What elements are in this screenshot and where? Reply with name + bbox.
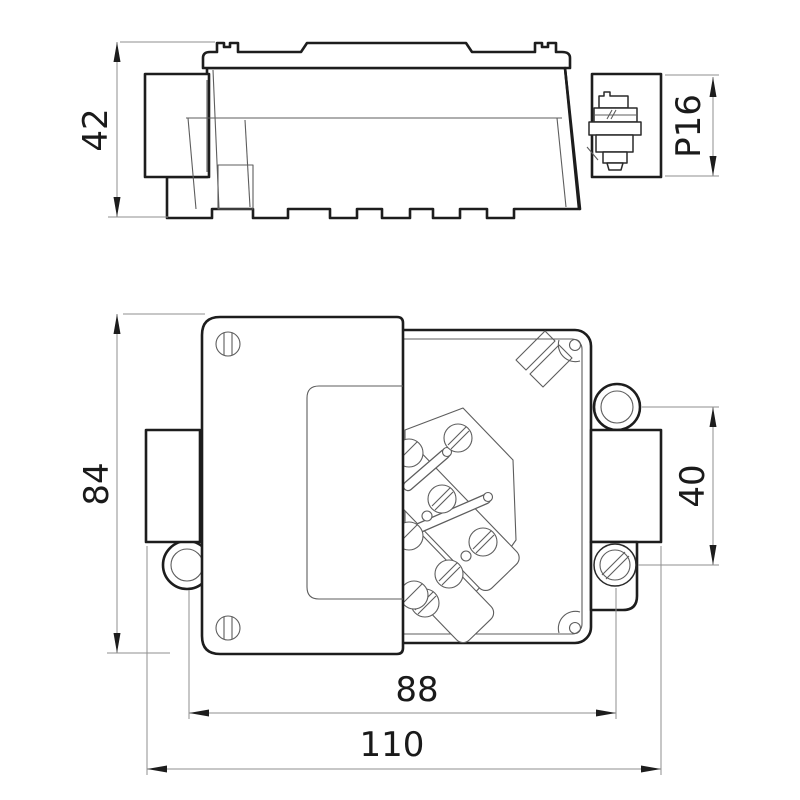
dimension-84: 84 [77, 313, 205, 654]
side-view-right-edge [563, 66, 582, 211]
cover-screw-icon [215, 331, 241, 357]
side-view-left-flange [143, 72, 211, 179]
wire-pin [404, 491, 494, 538]
cover-screw-icon [215, 615, 241, 641]
clamp-hatch-marks [606, 109, 617, 120]
clamp-nub [602, 151, 628, 164]
screw-icon [468, 527, 498, 557]
corner-hole-top-icon [557, 338, 582, 363]
dimension-88: 88 [188, 588, 617, 719]
terminal-block-assembly [379, 407, 520, 644]
screw-icon [427, 484, 457, 514]
dimension-42: 42 [76, 41, 215, 218]
terminal-nut [421, 510, 433, 522]
screw-icon [399, 580, 429, 610]
mount-screw-icon [593, 543, 637, 587]
plan-left-flange [144, 428, 202, 544]
side-view [143, 41, 663, 220]
dimension-110-label: 110 [360, 725, 425, 765]
screw-icon [434, 559, 464, 589]
dimension-40: 40 [638, 406, 719, 566]
dimension-p16-label: P16 [669, 94, 709, 158]
cable-clamp-saddle [515, 330, 573, 388]
side-view-body-outline [165, 66, 581, 220]
dimension-88-label: 88 [395, 670, 438, 710]
terminal-nut [460, 550, 472, 562]
dimension-84-label: 84 [77, 462, 117, 505]
corner-hole-bottom-icon [557, 610, 582, 635]
dimension-42-label: 42 [76, 108, 116, 151]
side-view-cap-outline [201, 41, 572, 70]
cover-recess [306, 385, 403, 600]
cover-outline [200, 315, 405, 656]
side-view-seam-lines [186, 69, 567, 210]
dimension-p16: P16 [665, 74, 719, 177]
clamp-plate-wide [588, 121, 642, 136]
dimension-110: 110 [146, 546, 662, 775]
wire-pin [402, 446, 453, 492]
plan-view [144, 315, 663, 656]
screw-icon [443, 423, 473, 453]
clamp-screw-assembly [586, 91, 642, 171]
plan-right-flange [589, 428, 663, 544]
dimension-40-label: 40 [673, 464, 713, 507]
clamp-body-block [595, 134, 634, 153]
clamp-nub-tip [606, 162, 624, 171]
sliding-cover [200, 315, 405, 656]
clamp-screw-head [598, 91, 629, 109]
mount-lug-right-icon [592, 382, 642, 432]
